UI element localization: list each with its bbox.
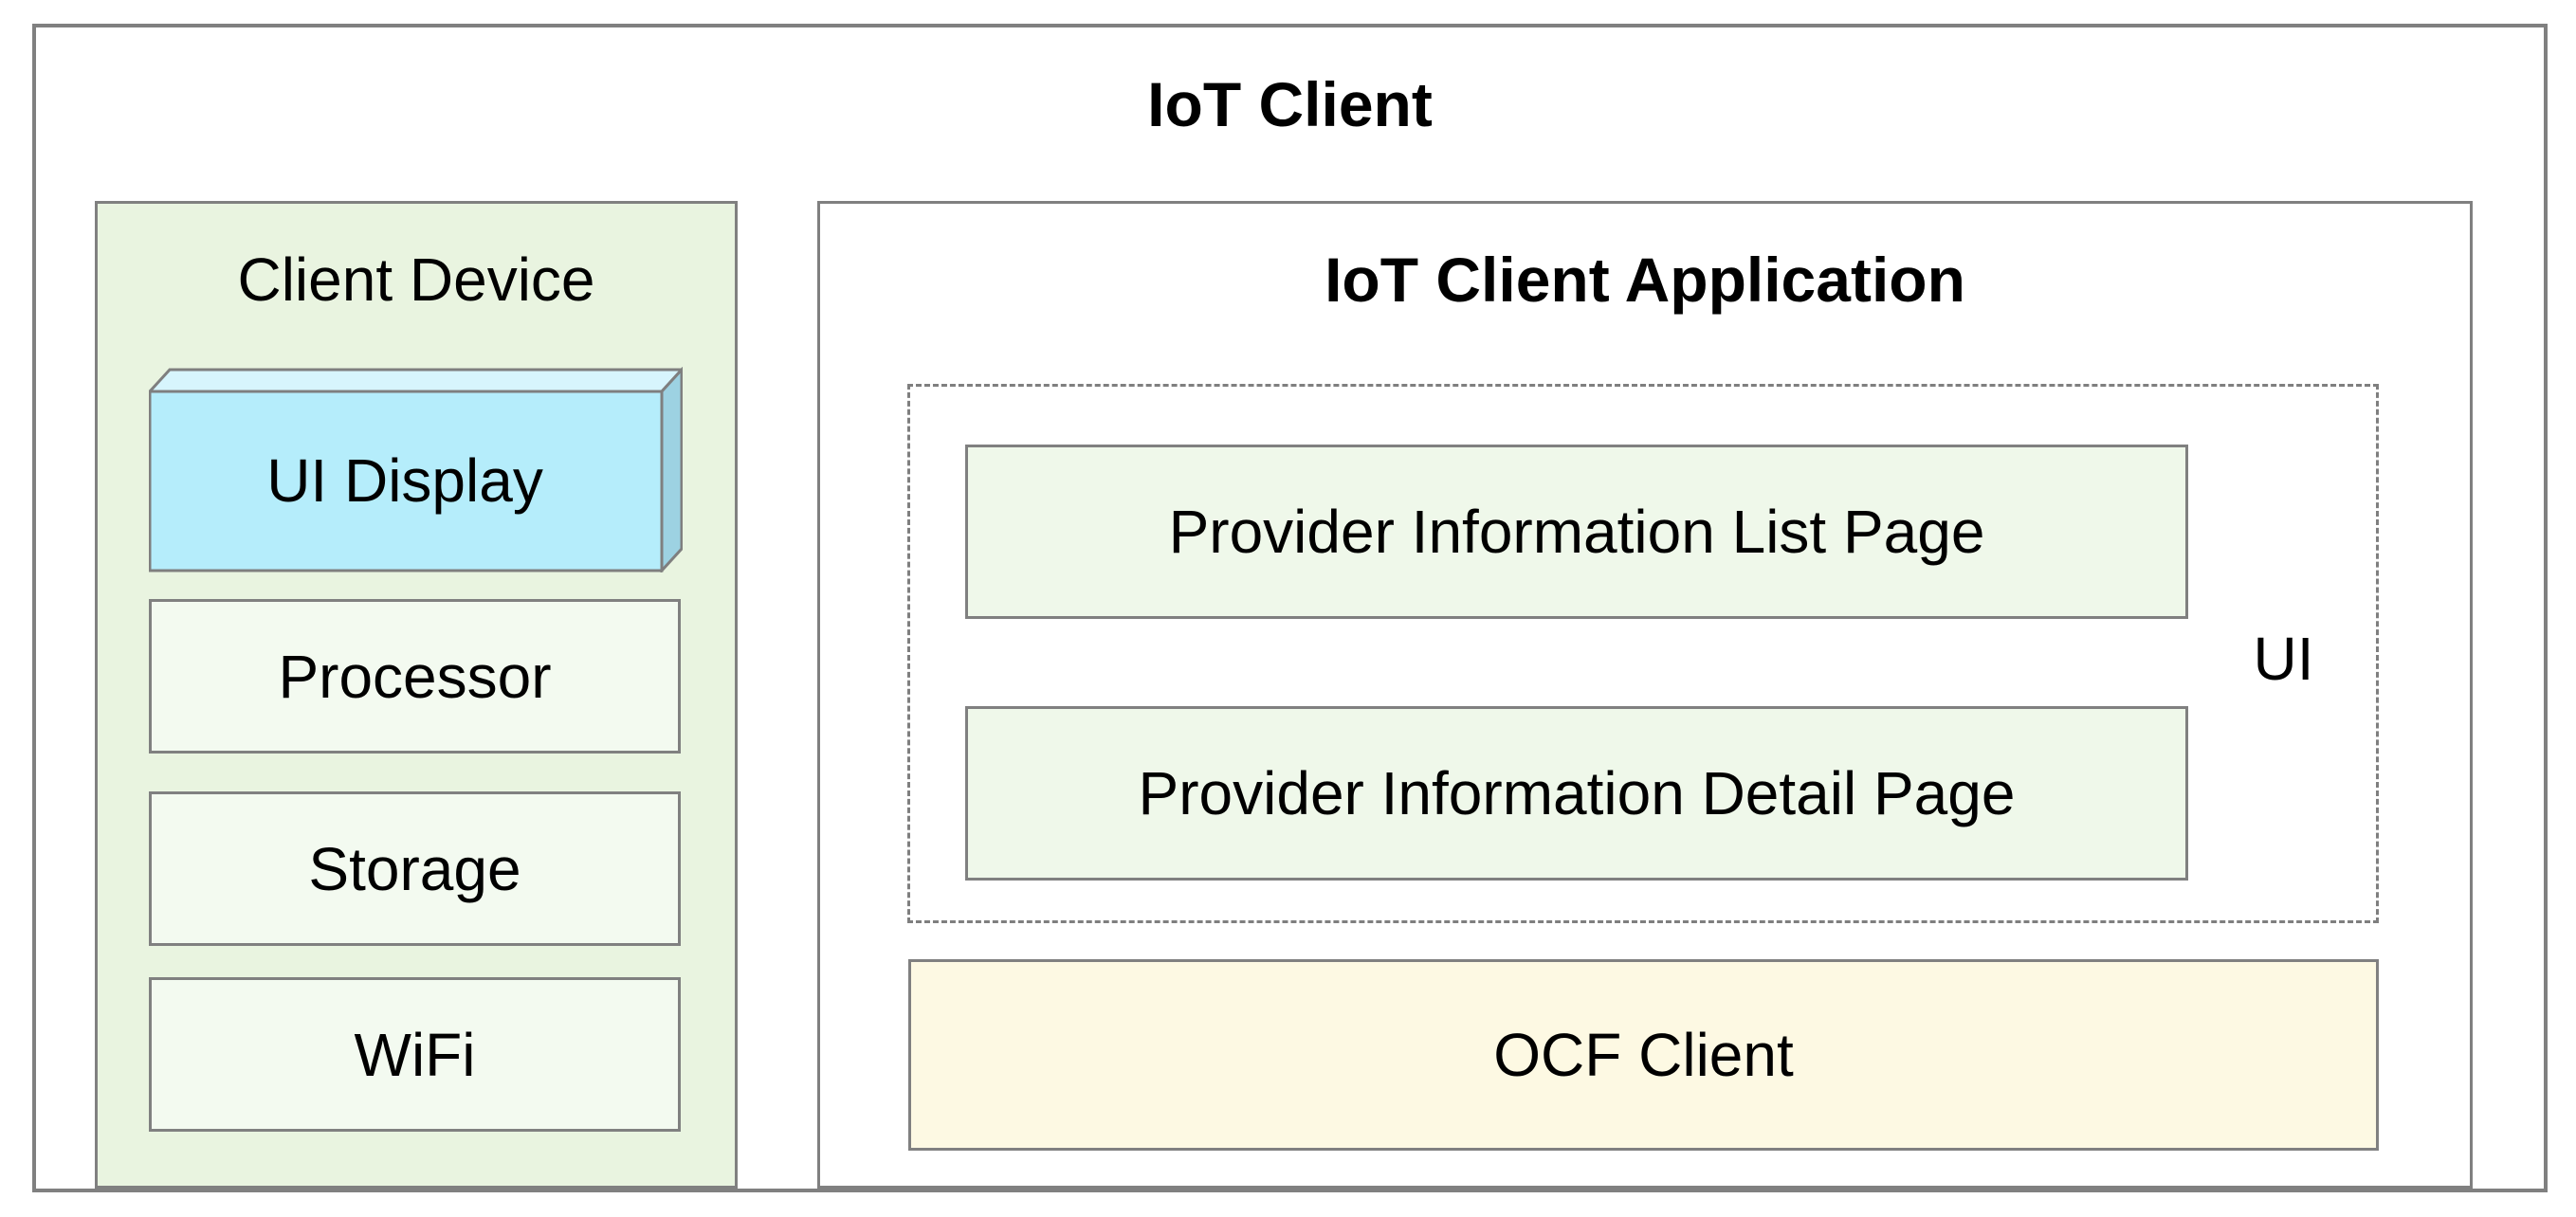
ui-group-label: UI [2253,625,2314,693]
ui-display-label: UI Display [266,446,543,515]
provider-information-list-page-box: Provider Information List Page [965,445,2188,619]
iot-client-title: IoT Client [1147,69,1433,139]
ui-display-front-face [149,390,664,572]
ui-display-top-face [149,368,683,393]
client-device-title: Client Device [237,245,595,314]
iot-client-application-title: IoT Client Application [1325,245,1965,315]
ui-display-side-face [660,367,683,572]
ui-display-3d-box [149,367,683,572]
storage-box: Storage [149,791,681,946]
provider-information-detail-page-box: Provider Information Detail Page [965,706,2188,881]
processor-box: Processor [149,599,681,754]
wifi-box: WiFi [149,977,681,1132]
ocf-client-box: OCF Client [908,959,2379,1151]
